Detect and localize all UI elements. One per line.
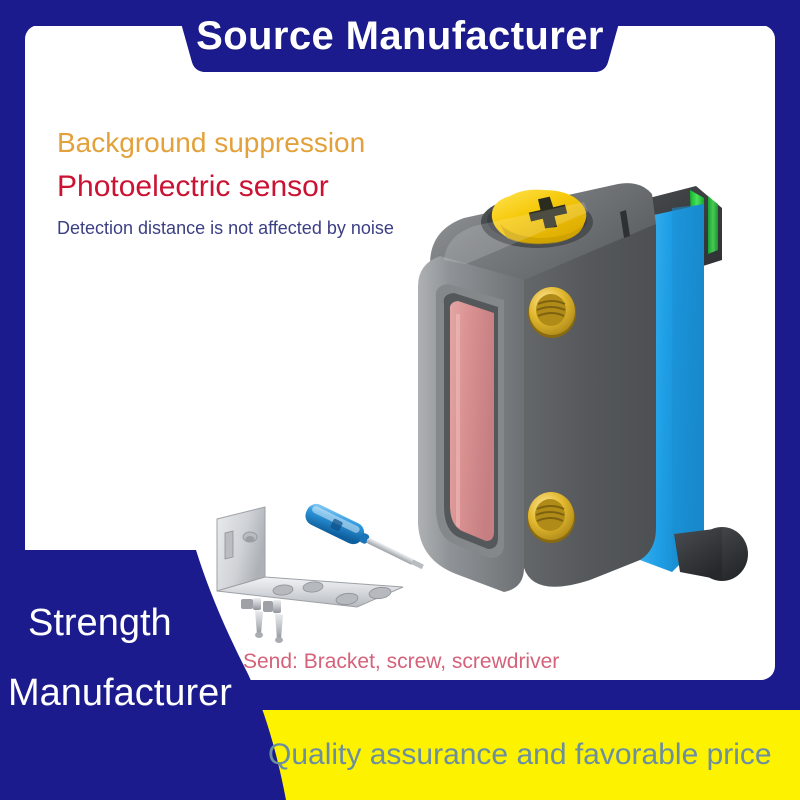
page-title: Source Manufacturer <box>196 13 604 58</box>
footer-slogan: Quality assurance and favorable price <box>268 738 772 771</box>
product-subtitle: Detection distance is not affected by no… <box>57 217 394 238</box>
feature-headline: Background suppression <box>57 127 366 158</box>
copy-block: Background suppression Photoelectric sen… <box>57 128 394 239</box>
accessories-image <box>205 495 455 645</box>
watermark <box>62 292 392 338</box>
corner-badge <box>0 550 340 800</box>
accessories-caption: Send: Bracket, screw, screwdriver <box>243 650 560 673</box>
photoelectric-sensor-image <box>404 168 764 598</box>
header-banner <box>0 0 800 78</box>
product-headline: Photoelectric sensor <box>57 170 329 204</box>
